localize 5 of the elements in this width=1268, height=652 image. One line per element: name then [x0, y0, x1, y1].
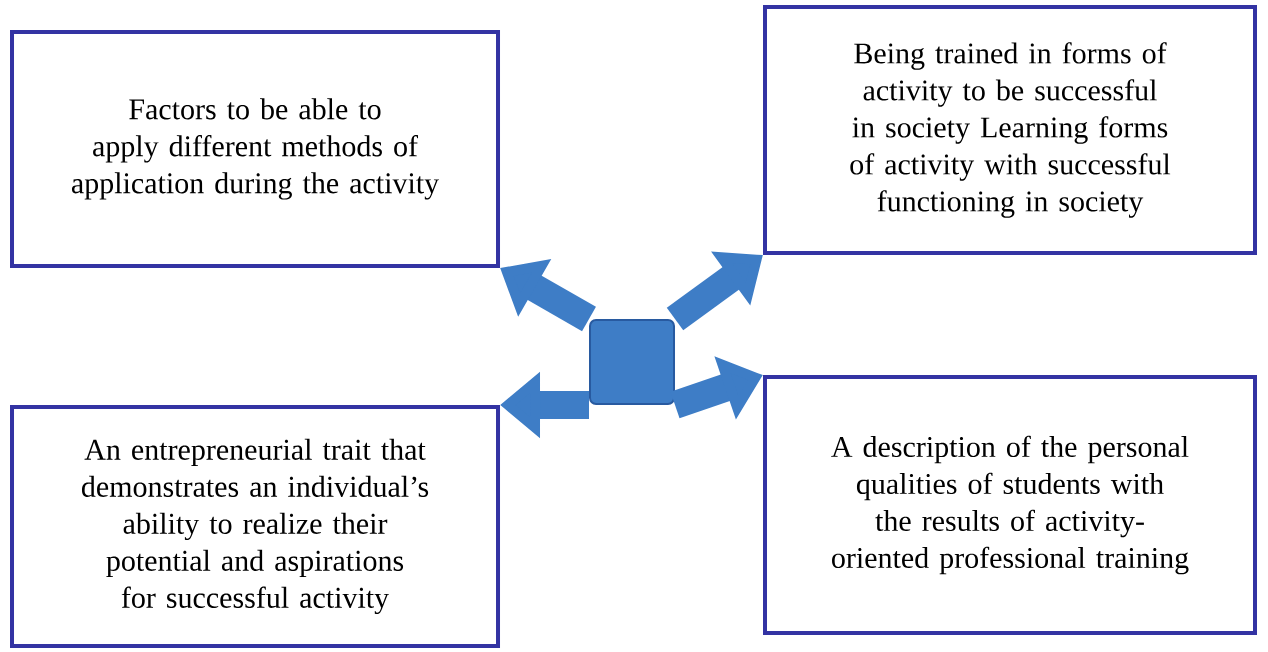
- text-box: A description of the personal qualities of students with the results of activity-oriented professional training: [763, 375, 1257, 635]
- text-box: Factors to be able to apply different methods of application during the activity: [10, 30, 500, 268]
- text-box: An entrepreneurial trait that demonstrates an individual’s ability to realize their potential and aspirations for successful activity: [10, 405, 500, 648]
- arrow-hub: [589, 319, 675, 405]
- text-box: Being trained in forms of activity to be successful in society Learning forms of activity with successful functioning in society: [763, 5, 1257, 255]
